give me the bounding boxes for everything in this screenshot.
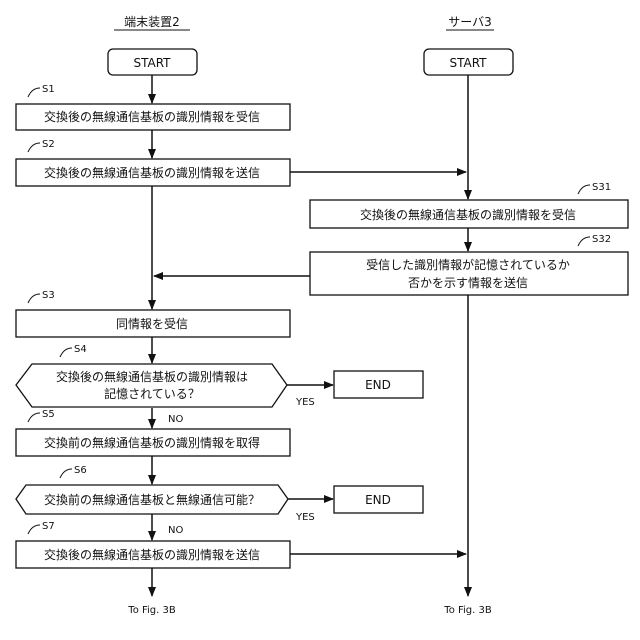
step-s1-text: 交換後の無線通信基板の識別情報を受信 bbox=[44, 109, 260, 124]
branch-s6-no: NO bbox=[168, 525, 183, 536]
end-terminal-1-label: END bbox=[365, 378, 391, 392]
step-s32-line1: 受信した識別情報が記憶されているか bbox=[366, 257, 570, 272]
decision-s4-line1: 交換後の無線通信基板の識別情報は bbox=[56, 369, 248, 384]
step-s5-text: 交換前の無線通信基板の識別情報を取得 bbox=[44, 435, 260, 450]
lane-title-server: サーバ3 bbox=[448, 15, 492, 29]
branch-s4-yes: YES bbox=[295, 397, 315, 408]
step-s2-text: 交換後の無線通信基板の識別情報を送信 bbox=[44, 165, 260, 180]
step-s5-id: S5 bbox=[42, 409, 55, 420]
decision-s6-id: S6 bbox=[74, 465, 87, 476]
decision-s4-line2: 記憶されている？ bbox=[104, 386, 200, 401]
start-terminal: START bbox=[108, 49, 197, 75]
step-s2: S2 交換後の無線通信基板の識別情報を送信 bbox=[16, 139, 290, 186]
lane-header-server: サーバ3 bbox=[446, 15, 494, 30]
end-terminal-1: END bbox=[334, 371, 423, 398]
step-s7-text: 交換後の無線通信基板の識別情報を送信 bbox=[44, 547, 260, 562]
step-s5: S5 交換前の無線通信基板の識別情報を取得 bbox=[16, 409, 290, 456]
step-s7: S7 交換後の無線通信基板の識別情報を送信 bbox=[16, 521, 290, 568]
branch-s4-no: NO bbox=[168, 414, 183, 425]
start-server-label: START bbox=[449, 56, 487, 70]
end-terminal-2-label: END bbox=[365, 493, 391, 507]
step-s2-id: S2 bbox=[42, 139, 55, 150]
step-s3: S3 同情報を受信 bbox=[16, 290, 290, 337]
step-s31: S31 交換後の無線通信基板の識別情報を受信 bbox=[310, 182, 628, 228]
step-s32-id: S32 bbox=[592, 234, 611, 245]
branch-s6-yes: YES bbox=[295, 512, 315, 523]
lane-title-terminal: 端末装置2 bbox=[124, 15, 180, 29]
end-terminal-2: END bbox=[334, 486, 423, 513]
step-s32-line2: 否かを示す情報を送信 bbox=[408, 275, 528, 290]
step-s1: S1 交換後の無線通信基板の識別情報を受信 bbox=[16, 84, 290, 130]
step-s7-id: S7 bbox=[42, 521, 55, 532]
step-s3-text: 同情報を受信 bbox=[116, 317, 188, 331]
step-s31-text: 交換後の無線通信基板の識別情報を受信 bbox=[360, 207, 576, 222]
decision-s4-id: S4 bbox=[74, 344, 87, 355]
start-terminal-label: START bbox=[133, 56, 171, 70]
step-s31-id: S31 bbox=[592, 182, 611, 193]
continuation-server: To Fig. 3B bbox=[443, 605, 492, 616]
continuation-terminal: To Fig. 3B bbox=[127, 605, 176, 616]
decision-s6-text: 交換前の無線通信基板と無線通信可能？ bbox=[44, 492, 260, 507]
lane-header-terminal: 端末装置2 bbox=[114, 15, 190, 30]
step-s32: S32 受信した識別情報が記憶されているか 否かを示す情報を送信 bbox=[310, 234, 628, 295]
step-s3-id: S3 bbox=[42, 290, 55, 301]
step-s1-id: S1 bbox=[42, 84, 55, 95]
start-server: START bbox=[424, 49, 513, 75]
